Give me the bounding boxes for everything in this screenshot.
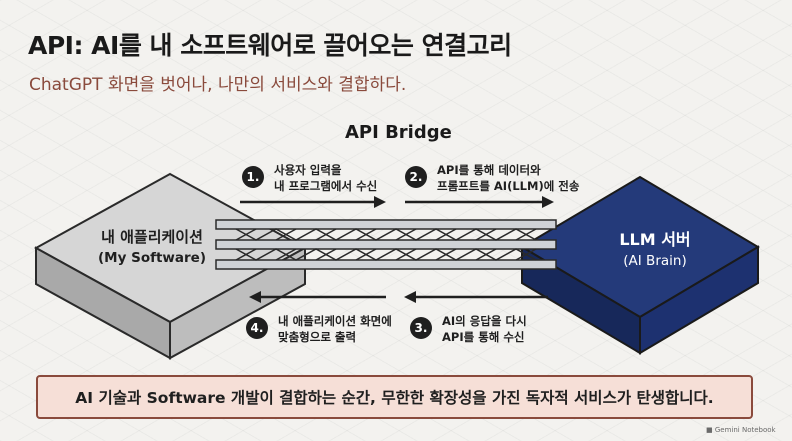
summary-banner: AI 기술과 Software 개발이 결합하는 순간, 무한한 확장성을 가진… (36, 375, 753, 419)
left-box (33, 172, 308, 360)
step-1: 1. 사용자 입력을 내 프로그램에서 수신 (242, 162, 377, 194)
step-number-badge: 3. (410, 317, 432, 339)
left-box-title: 내 애플리케이션 (101, 228, 203, 246)
step-line: 프롬프트를 AI(LLM)에 전송 (437, 179, 580, 193)
arrow-step-1 (240, 196, 386, 208)
summary-banner-text: AI 기술과 Software 개발이 결합하는 순간, 무한한 확장성을 가진… (75, 389, 714, 407)
watermark-icon: ■ (706, 426, 713, 434)
right-box-title: LLM 서버 (619, 230, 691, 249)
step-line: 내 프로그램에서 수신 (274, 179, 378, 193)
step-line: API를 통해 데이터와 (437, 163, 541, 177)
step-3: 3. AI의 응답을 다시 API를 통해 수신 (410, 313, 527, 345)
arrow-step-2 (405, 196, 554, 208)
step-line: API를 통해 수신 (442, 330, 525, 344)
page-title: API: AI를 내 소프트웨어로 끌어오는 연결고리 (28, 31, 512, 60)
right-box-subtitle: (AI Brain) (623, 253, 687, 269)
step-number-badge: 4. (246, 317, 268, 339)
step-description: 사용자 입력을 내 프로그램에서 수신 (274, 162, 377, 194)
step-description: 내 애플리케이션 화면에 맞춤형으로 출력 (278, 313, 392, 345)
watermark: ■ Gemini Notebook (706, 426, 776, 434)
step-line: AI의 응답을 다시 (442, 314, 527, 328)
step-2: 2. API를 통해 데이터와 프롬프트를 AI(LLM)에 전송 (405, 162, 579, 194)
step-description: API를 통해 데이터와 프롬프트를 AI(LLM)에 전송 (437, 162, 579, 194)
step-line: 내 애플리케이션 화면에 (278, 314, 392, 328)
step-line: 맞춤형으로 출력 (278, 330, 357, 344)
right-box (520, 175, 760, 355)
arrow-step-3 (404, 291, 548, 303)
left-box-subtitle: (My Software) (98, 250, 206, 266)
step-number-badge: 2. (405, 166, 427, 188)
watermark-text: Gemini Notebook (714, 426, 776, 434)
step-4: 4. 내 애플리케이션 화면에 맞춤형으로 출력 (246, 313, 392, 345)
step-line: 사용자 입력을 (274, 163, 342, 177)
step-number-badge: 1. (242, 166, 264, 188)
left-box-label: 내 애플리케이션 (My Software) (72, 226, 232, 266)
bridge-truss (215, 219, 557, 270)
arrow-step-4 (249, 291, 386, 303)
step-description: AI의 응답을 다시 API를 통해 수신 (442, 313, 527, 345)
page-subtitle: ChatGPT 화면을 벗어나, 나만의 서비스와 결합하다. (29, 75, 407, 95)
right-box-label: LLM 서버 (AI Brain) (580, 226, 730, 269)
bridge-label: API Bridge (345, 122, 452, 143)
